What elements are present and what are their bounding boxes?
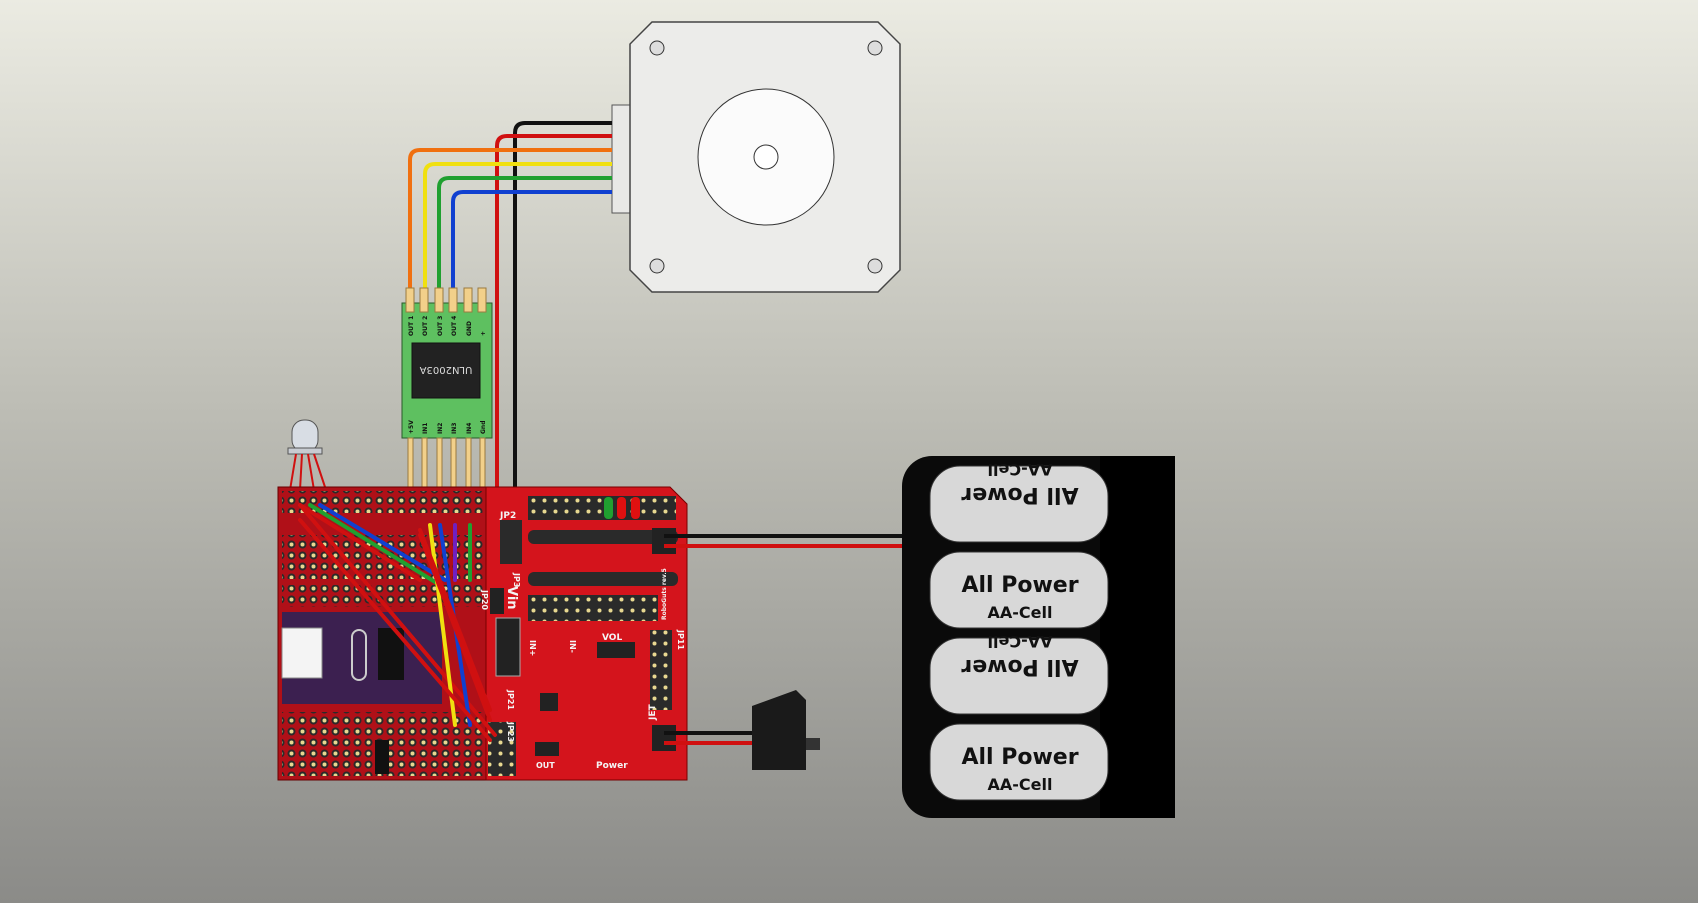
label-brand: JET — [648, 704, 658, 721]
label-in-plus: IN+ — [528, 640, 537, 656]
perfboard — [277, 486, 489, 781]
roboguts-shield: JP2 JP3 Vin JP20 JP21 JP23 JP11 VOL IN+ … — [480, 486, 688, 781]
pin-label: OUT 1 — [408, 316, 415, 336]
pin-label: IN1 — [422, 423, 429, 434]
pin-label: IN4 — [466, 423, 473, 434]
label-jp20: JP20 — [480, 589, 489, 610]
svg-text:All Power: All Power — [961, 573, 1078, 598]
pin-label: OUT 2 — [422, 316, 429, 336]
battery-wires — [664, 534, 915, 745]
driver-chip-label: ULN2003A — [420, 364, 473, 375]
pin-label: + — [480, 331, 487, 336]
label-jp3: JP3 — [512, 572, 521, 587]
label-jp23: JP23 — [506, 721, 515, 742]
label-jp2: JP2 — [499, 511, 516, 521]
svg-text:All Power: All Power — [961, 745, 1078, 770]
label-power: Power — [596, 761, 628, 771]
battery-cell: All Power AA-Cell — [929, 632, 1109, 715]
svg-text:AA-Cell: AA-Cell — [988, 603, 1053, 622]
power-switch — [752, 690, 820, 770]
label-jp11: JP11 — [676, 629, 685, 650]
pin-label: OUT 4 — [451, 316, 458, 336]
rgb-led — [287, 419, 327, 491]
pin-label: +5V — [408, 420, 415, 434]
uln2003-driver-board: ULN2003A OUT 1 OUT 2 OUT 3 OUT 4 GND + +… — [401, 287, 493, 491]
label-jp21: JP21 — [506, 689, 515, 710]
pin-label: OUT 3 — [437, 316, 444, 336]
jumper-wires — [298, 503, 497, 742]
svg-text:AA-Cell: AA-Cell — [988, 775, 1053, 794]
svg-text:AA-Cell: AA-Cell — [988, 632, 1053, 651]
svg-text:All Power: All Power — [961, 482, 1078, 507]
board-name: RoboGuts rev.5 — [661, 568, 668, 620]
label-vol: VOL — [602, 633, 622, 643]
pin-label: IN3 — [451, 423, 458, 434]
pin-label: GND — [466, 321, 473, 336]
battery-cell: All Power AA-Cell — [929, 460, 1109, 543]
pin-label: Gnd — [480, 421, 487, 435]
motor-wires — [408, 121, 612, 592]
battery-cell: All Power AA-Cell — [929, 551, 1109, 629]
stepper-motor — [611, 21, 901, 293]
pin-label: IN2 — [437, 423, 444, 434]
label-in-minus: IN- — [568, 640, 577, 653]
svg-text:AA-Cell: AA-Cell — [988, 460, 1053, 479]
battery-cells: All Power AA-Cell All Power AA-Cell All … — [929, 460, 1109, 801]
label-out: OUT — [536, 761, 555, 770]
battery-cell: All Power AA-Cell — [929, 723, 1109, 801]
label-vin: Vin — [504, 586, 519, 610]
svg-text:All Power: All Power — [961, 654, 1078, 679]
